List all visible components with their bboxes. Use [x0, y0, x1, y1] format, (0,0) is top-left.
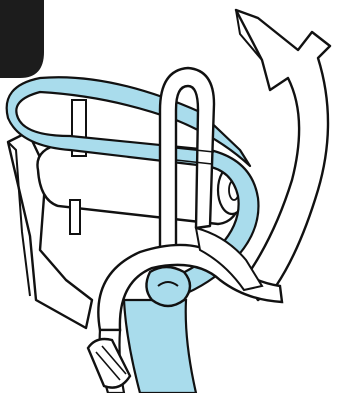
anchor-arm-edge — [7, 141, 31, 297]
knot-core — [145, 265, 192, 308]
rope-loop-icon — [5, 76, 260, 298]
corner-tab — [0, 0, 44, 78]
knot-curl — [157, 281, 179, 287]
pin-lower — [69, 199, 81, 235]
hook-icon — [234, 8, 332, 302]
rope-hatch — [175, 147, 215, 165]
carabiner-icon — [86, 337, 132, 389]
rope-wrap-white — [97, 243, 284, 332]
rope-tail-blue — [122, 298, 198, 393]
anchor-arm-icon — [6, 130, 94, 330]
hook-edge — [235, 9, 263, 61]
rope-right-segment — [194, 226, 264, 292]
carabiner-bands — [95, 345, 127, 381]
